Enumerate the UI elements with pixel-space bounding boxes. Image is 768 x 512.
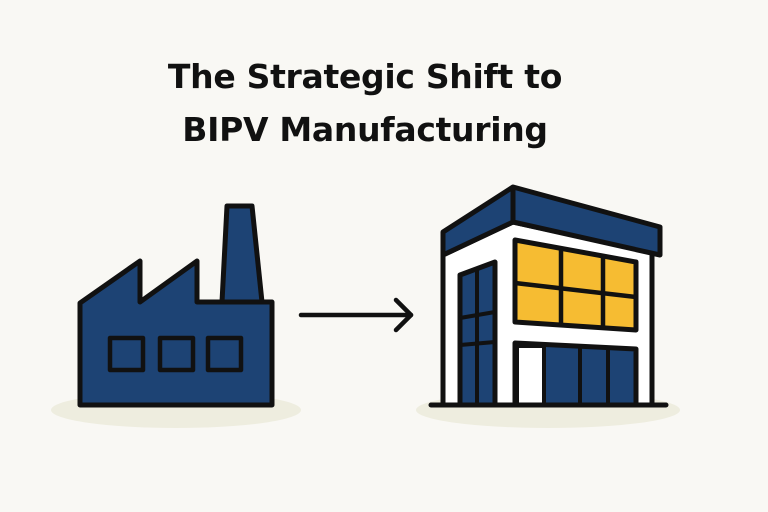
title-line-2: BIPV Manufacturing — [182, 110, 548, 149]
bipv-building-icon — [416, 184, 680, 428]
arrow-right-icon — [298, 297, 414, 333]
page-title: The Strategic Shift to BIPV Manufacturin… — [0, 50, 730, 156]
factory-icon — [51, 203, 301, 428]
title-line-1: The Strategic Shift to — [167, 57, 563, 96]
